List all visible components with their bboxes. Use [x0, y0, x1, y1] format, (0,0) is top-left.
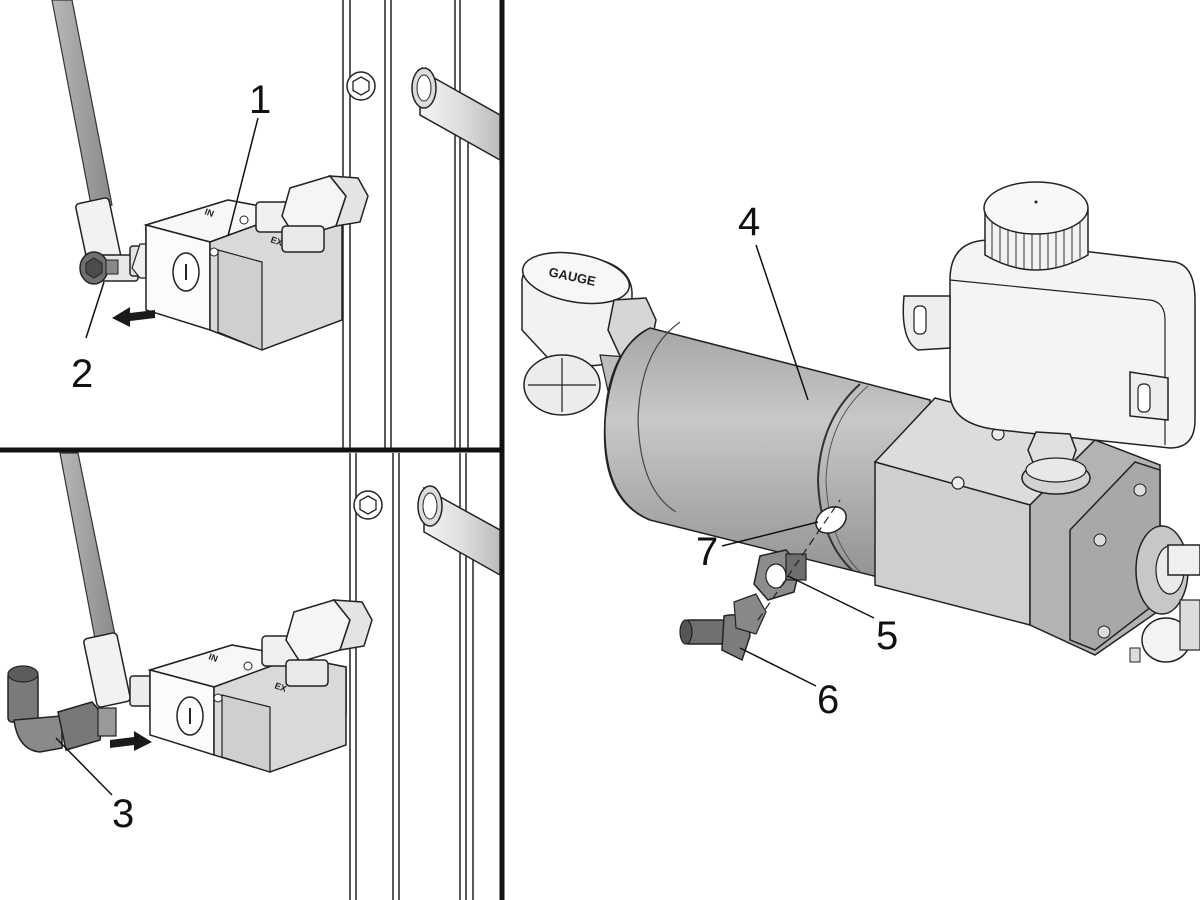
elbow-fitting — [7, 665, 117, 753]
rail-bolt-icon — [346, 71, 376, 101]
callout-6: 6 — [817, 678, 840, 722]
side-port — [815, 506, 847, 534]
frame-rails-top — [342, 0, 469, 448]
elbow-push-in-fitting — [679, 593, 767, 662]
right-fittings-bottom — [261, 599, 373, 687]
callout-4: 4 — [738, 200, 761, 244]
air-tube — [51, 0, 113, 211]
callout-7: 7 — [696, 530, 719, 574]
leader-lines-top — [85, 117, 259, 339]
panel-right: GAUGE — [521, 181, 1200, 687]
support-rod-bottom — [417, 485, 501, 577]
direction-arrow-left — [112, 307, 155, 327]
leader-lines-right — [721, 244, 875, 687]
callout-1: 1 — [249, 78, 272, 122]
reservoir — [902, 181, 1196, 495]
panel-bottom-left: IN EX — [7, 452, 501, 900]
engraving-ex-bottom: EX — [273, 680, 288, 694]
hex-nut-adapter — [753, 549, 807, 601]
callout-2: 2 — [71, 352, 94, 396]
panel-dividers — [0, 0, 505, 900]
engraving-in-bottom: IN — [207, 651, 219, 663]
support-rod — [411, 67, 501, 162]
leader-lines-bottom — [55, 737, 113, 796]
air-tube-bottom — [59, 452, 117, 645]
panel-top-left: IN EX — [51, 0, 501, 448]
engraving-ex-top: EX — [269, 234, 284, 248]
callout-5: 5 — [876, 614, 899, 658]
plug-fitting — [79, 251, 119, 285]
rail-bolt-icon-bottom — [353, 490, 383, 520]
right-fittings — [255, 175, 369, 253]
callout-3: 3 — [112, 792, 135, 836]
outlet-fitting — [1129, 544, 1200, 663]
pump-cylinder — [603, 321, 931, 591]
direction-arrow-right — [110, 731, 152, 751]
engraving-in-top: IN — [203, 206, 215, 218]
assembly-axis — [757, 499, 841, 621]
